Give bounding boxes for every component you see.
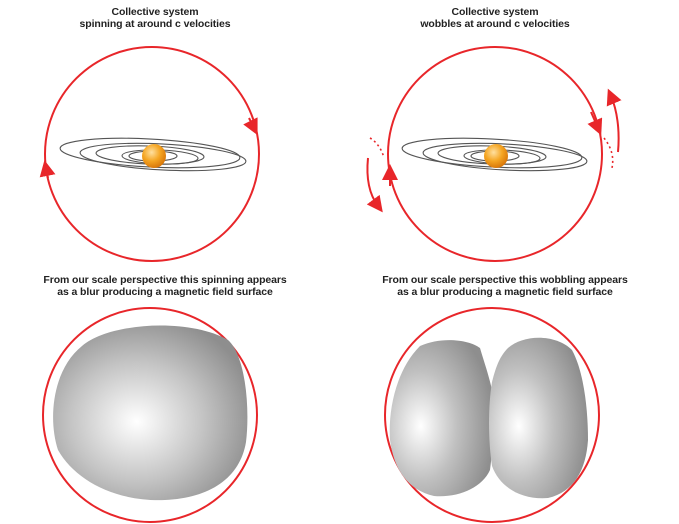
core-sphere bbox=[484, 144, 508, 168]
wobble-arrow-icon bbox=[611, 96, 619, 152]
wobble-arrow-icon bbox=[367, 158, 378, 206]
wobble-dotted-arc bbox=[370, 138, 384, 158]
magnetic-field-blur bbox=[53, 326, 247, 501]
core-sphere bbox=[142, 144, 166, 168]
magnetic-field-blur-right-lobe bbox=[489, 338, 588, 498]
wobble-dotted-arc bbox=[604, 138, 613, 168]
magnetic-field-blur-left-lobe bbox=[390, 340, 494, 496]
rotation-arrow-icon bbox=[46, 168, 48, 178]
